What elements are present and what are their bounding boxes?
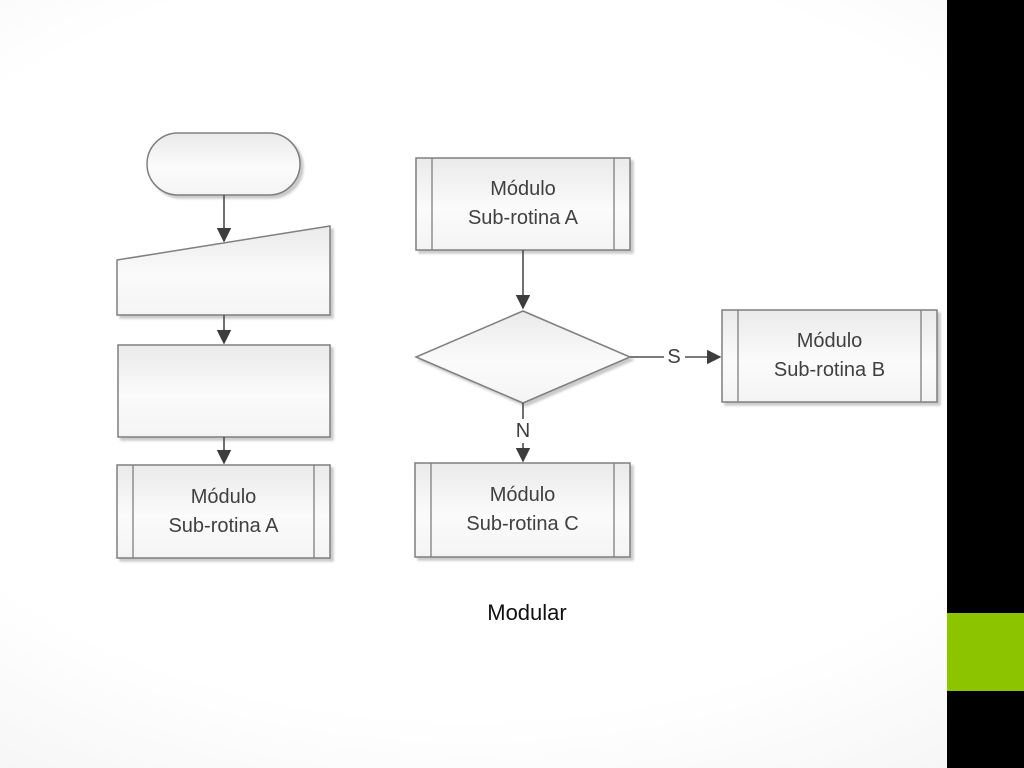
- slide-caption: Modular: [487, 600, 567, 625]
- subroutine-a-left-node: [116, 464, 331, 559]
- decision-node: [414, 310, 632, 404]
- terminator-node: [146, 132, 301, 196]
- edge-yes-label: S: [667, 345, 681, 368]
- subroutine-b-label: Módulo Sub-rotina B: [773, 330, 886, 381]
- accent-green-square: [947, 613, 1024, 691]
- process-node: [117, 344, 331, 438]
- edge-no-label: N: [515, 419, 531, 442]
- manual-input-node: [116, 225, 331, 316]
- subroutine-a-left-label: Módulo Sub-rotina A: [168, 485, 279, 537]
- subroutine-b-node: [721, 309, 938, 403]
- subroutine-c-node: [414, 462, 631, 558]
- subroutine-a-right-node: [415, 157, 631, 251]
- subroutine-c-label: Módulo Sub-rotina C: [466, 484, 579, 535]
- subroutine-a-right-label: Módulo Sub-rotina A: [467, 178, 579, 229]
